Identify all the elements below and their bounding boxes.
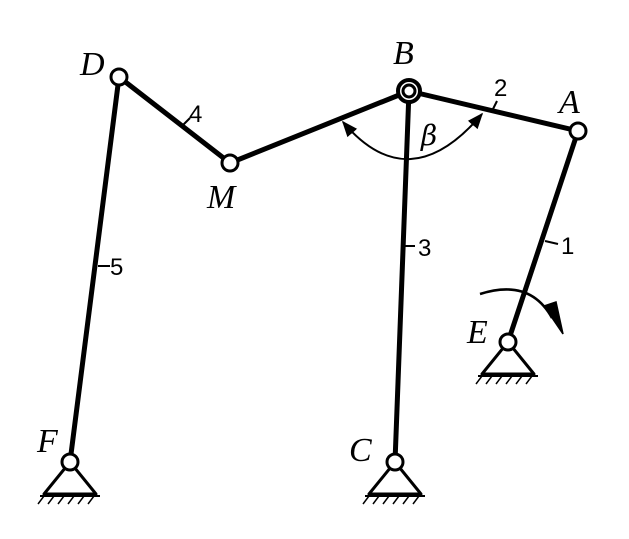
label-point-M: M <box>206 179 237 216</box>
label-angle-beta: β <box>420 119 437 152</box>
ground-support-F <box>37 460 100 505</box>
joint-B <box>401 83 417 99</box>
label-point-B: B <box>393 35 414 72</box>
rotation-arrow-head <box>542 301 564 335</box>
label-link-4: 4 <box>189 101 202 128</box>
link-3-BC <box>392 88 412 465</box>
joint-A <box>568 121 588 141</box>
label-link-3: 3 <box>418 235 431 262</box>
link-5-DF <box>67 74 122 465</box>
label-point-C: C <box>349 432 372 469</box>
link-2-BA <box>406 88 581 134</box>
tick-link-4 <box>181 117 191 127</box>
joint-E <box>498 332 518 352</box>
joint-D <box>109 67 129 87</box>
joint-C <box>385 452 405 472</box>
label-link-1: 1 <box>561 233 574 260</box>
joint-M <box>220 153 240 173</box>
joint-F <box>60 452 80 472</box>
label-point-E: E <box>466 314 488 351</box>
ground-support-E <box>475 340 538 385</box>
link-1-AE <box>505 128 581 345</box>
angle-beta-arc <box>341 112 484 160</box>
tick-link-2 <box>491 100 498 112</box>
label-point-A: A <box>557 84 580 121</box>
label-link-5: 5 <box>110 254 123 281</box>
link-4-DM <box>116 74 233 166</box>
ground-support-C <box>362 460 425 505</box>
label-link-2: 2 <box>494 75 507 102</box>
link-MB <box>227 88 412 166</box>
tick-link-1 <box>544 240 559 245</box>
label-point-F: F <box>36 423 59 460</box>
label-point-D: D <box>79 46 105 83</box>
